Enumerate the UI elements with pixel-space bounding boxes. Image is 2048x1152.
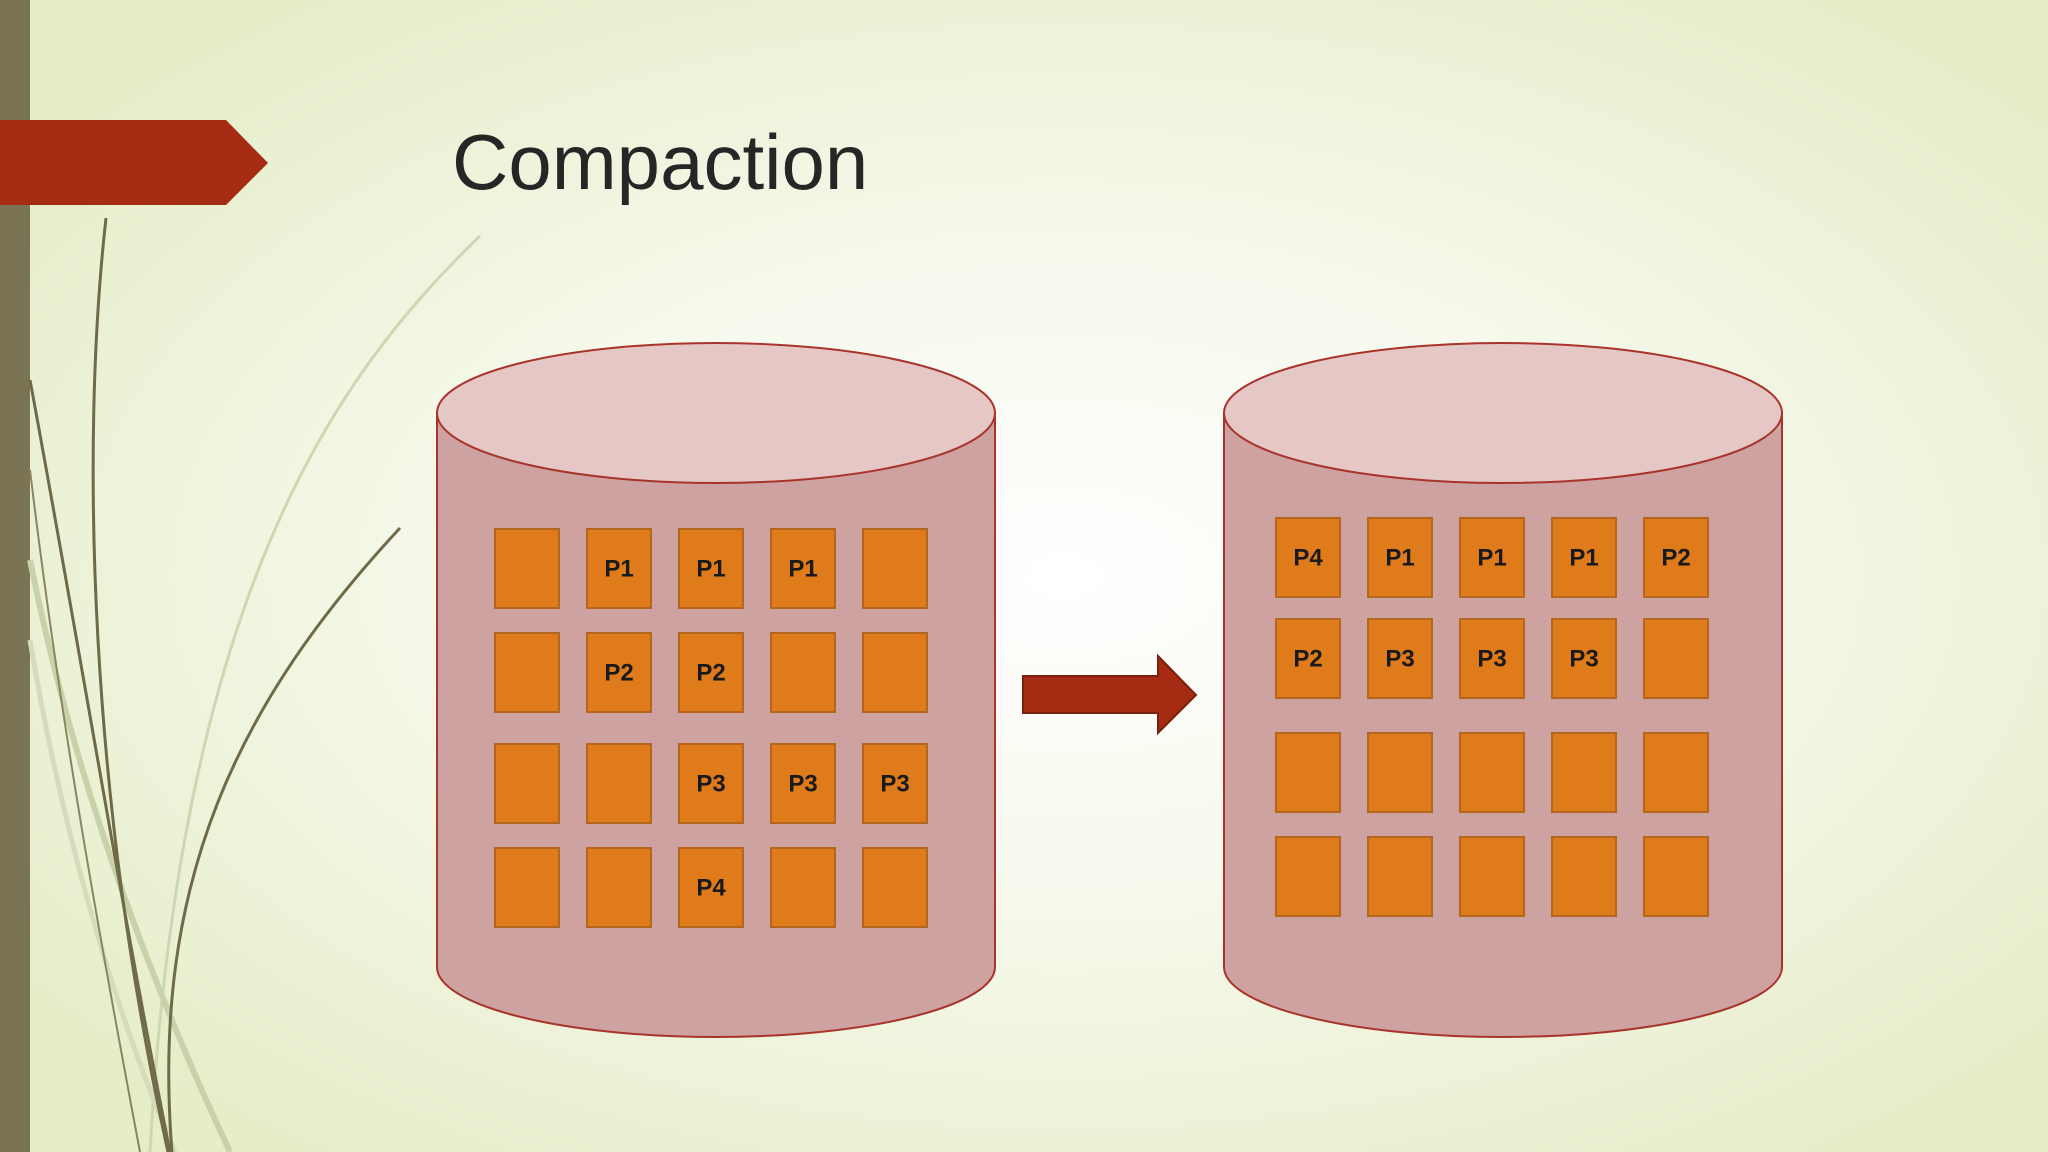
memory-block-empty	[770, 632, 836, 713]
memory-block-empty	[1459, 732, 1525, 813]
memory-block-p2	[586, 632, 652, 713]
memory-block-empty	[1367, 836, 1433, 917]
memory-block-empty	[1643, 618, 1709, 699]
memory-block-p1	[770, 528, 836, 609]
block-label: P2	[1293, 646, 1322, 673]
memory-block-empty	[862, 632, 928, 713]
memory-block-p3	[1367, 618, 1433, 699]
block-label: P3	[880, 771, 909, 798]
memory-block-empty	[1551, 836, 1617, 917]
block-label: P1	[788, 556, 817, 583]
block-label: P1	[696, 556, 725, 583]
block-label: P3	[1569, 646, 1598, 673]
block-label: P3	[1477, 646, 1506, 673]
memory-block-p2	[678, 632, 744, 713]
memory-block-empty	[1367, 732, 1433, 813]
memory-block-empty	[1643, 732, 1709, 813]
memory-block-p2	[1643, 517, 1709, 598]
block-label: P3	[788, 771, 817, 798]
memory-block-p2	[1275, 618, 1341, 699]
block-label: P1	[1385, 545, 1414, 572]
memory-block-p1	[1367, 517, 1433, 598]
disk-after-cylinder	[1223, 342, 1783, 1038]
memory-block-empty	[862, 528, 928, 609]
memory-block-p3	[770, 743, 836, 824]
memory-block-empty	[1275, 732, 1341, 813]
memory-block-p3	[678, 743, 744, 824]
block-label: P2	[604, 660, 633, 687]
memory-block-p1	[1459, 517, 1525, 598]
memory-block-empty	[1459, 836, 1525, 917]
block-label: P4	[696, 875, 726, 902]
memory-block-empty	[1551, 732, 1617, 813]
block-label: P2	[696, 660, 725, 687]
disk-before-cylinder	[436, 342, 996, 1038]
memory-block-empty	[494, 847, 560, 928]
block-label: P3	[1385, 646, 1414, 673]
memory-block-p3	[1459, 618, 1525, 699]
memory-block-p1	[678, 528, 744, 609]
memory-block-p1	[586, 528, 652, 609]
memory-block-empty	[770, 847, 836, 928]
slide-title: Compaction	[452, 118, 869, 206]
memory-block-empty	[862, 847, 928, 928]
memory-block-empty	[494, 632, 560, 713]
memory-block-empty	[494, 743, 560, 824]
memory-block-empty	[586, 743, 652, 824]
block-label: P3	[696, 771, 725, 798]
memory-block-p4	[678, 847, 744, 928]
right-arrow-icon	[1022, 653, 1198, 736]
title-accent-banner	[0, 120, 268, 205]
block-label: P4	[1293, 545, 1323, 572]
memory-block-empty	[586, 847, 652, 928]
block-label: P1	[1569, 545, 1598, 572]
block-label: P2	[1661, 545, 1690, 572]
memory-block-p4	[1275, 517, 1341, 598]
memory-block-empty	[1643, 836, 1709, 917]
memory-block-p3	[862, 743, 928, 824]
block-label: P1	[1477, 545, 1506, 572]
memory-block-p3	[1551, 618, 1617, 699]
memory-block-empty	[494, 528, 560, 609]
block-label: P1	[604, 556, 633, 583]
memory-block-p1	[1551, 517, 1617, 598]
grass-decoration	[27, 217, 482, 1152]
memory-block-empty	[1275, 836, 1341, 917]
